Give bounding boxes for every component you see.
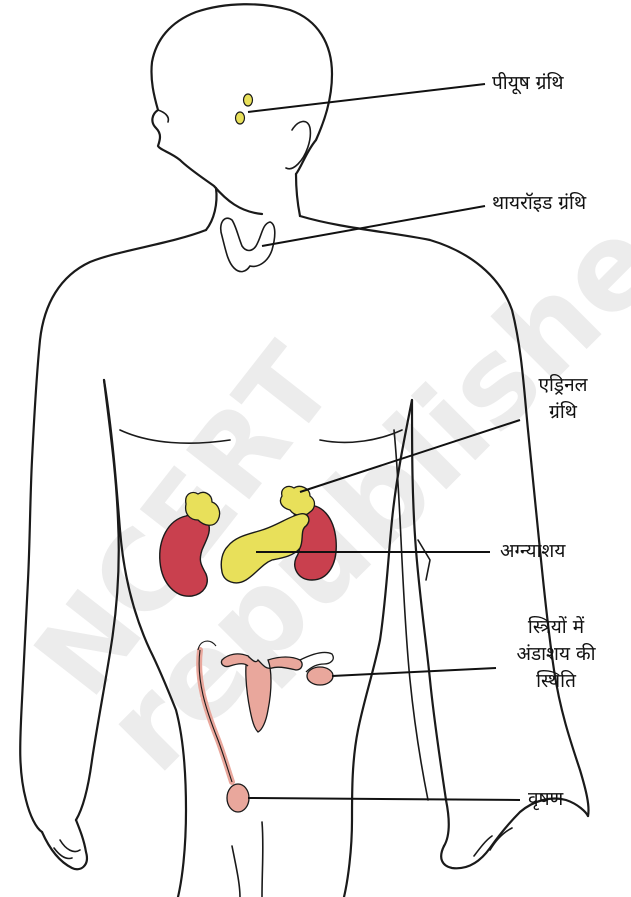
label-ovary: स्त्रियों में अंडाशय की स्थिति <box>490 614 622 695</box>
leader-thyroid <box>262 206 485 246</box>
leader-testis <box>248 798 520 800</box>
leg-left-inner <box>232 846 240 897</box>
leader-ovary <box>332 668 496 676</box>
left-hand <box>42 820 87 869</box>
pancreas <box>221 514 309 583</box>
label-ovary-line-3: स्थिति <box>490 668 622 695</box>
neck-left <box>206 188 217 230</box>
chest-line-left <box>120 430 230 443</box>
head-outline <box>151 4 332 214</box>
pituitary-gland <box>236 94 253 124</box>
uterus-and-ovaries <box>221 652 333 732</box>
label-thyroid: थायरॉइड ग्रंथि <box>492 190 586 217</box>
left-kidney <box>160 514 210 596</box>
leader-adrenal <box>300 420 520 492</box>
leg-divide <box>262 822 263 897</box>
label-adrenal-line-2: ग्रंथि <box>508 399 618 426</box>
face-hint <box>158 110 168 122</box>
body-outline <box>20 4 588 897</box>
right-inner-arm <box>412 400 449 846</box>
right-shoulder <box>300 216 589 816</box>
ear <box>286 121 310 168</box>
testis <box>227 784 249 812</box>
chest-line-right <box>320 430 402 442</box>
label-adrenal-line-1: एड्रिनल <box>508 372 618 399</box>
label-adrenal: एड्रिनल ग्रंथि <box>508 372 618 426</box>
label-pituitary: पीयूष ग्रंथि <box>492 70 564 97</box>
label-ovary-line-1: स्त्रियों में <box>490 614 622 641</box>
male-reproductive <box>198 641 249 812</box>
label-ovary-line-2: अंडाशय की <box>490 641 622 668</box>
neck-right <box>296 174 300 216</box>
right-fingers <box>474 828 512 856</box>
abdomen-line <box>418 540 430 580</box>
right-adrenal-gland <box>280 486 314 515</box>
ovary <box>307 667 333 685</box>
torso-left <box>104 380 186 897</box>
leader-pituitary <box>248 84 485 112</box>
label-testis: वृषण <box>528 786 563 813</box>
right-hand <box>441 799 588 869</box>
label-pancreas: अग्न्याशय <box>500 538 565 565</box>
